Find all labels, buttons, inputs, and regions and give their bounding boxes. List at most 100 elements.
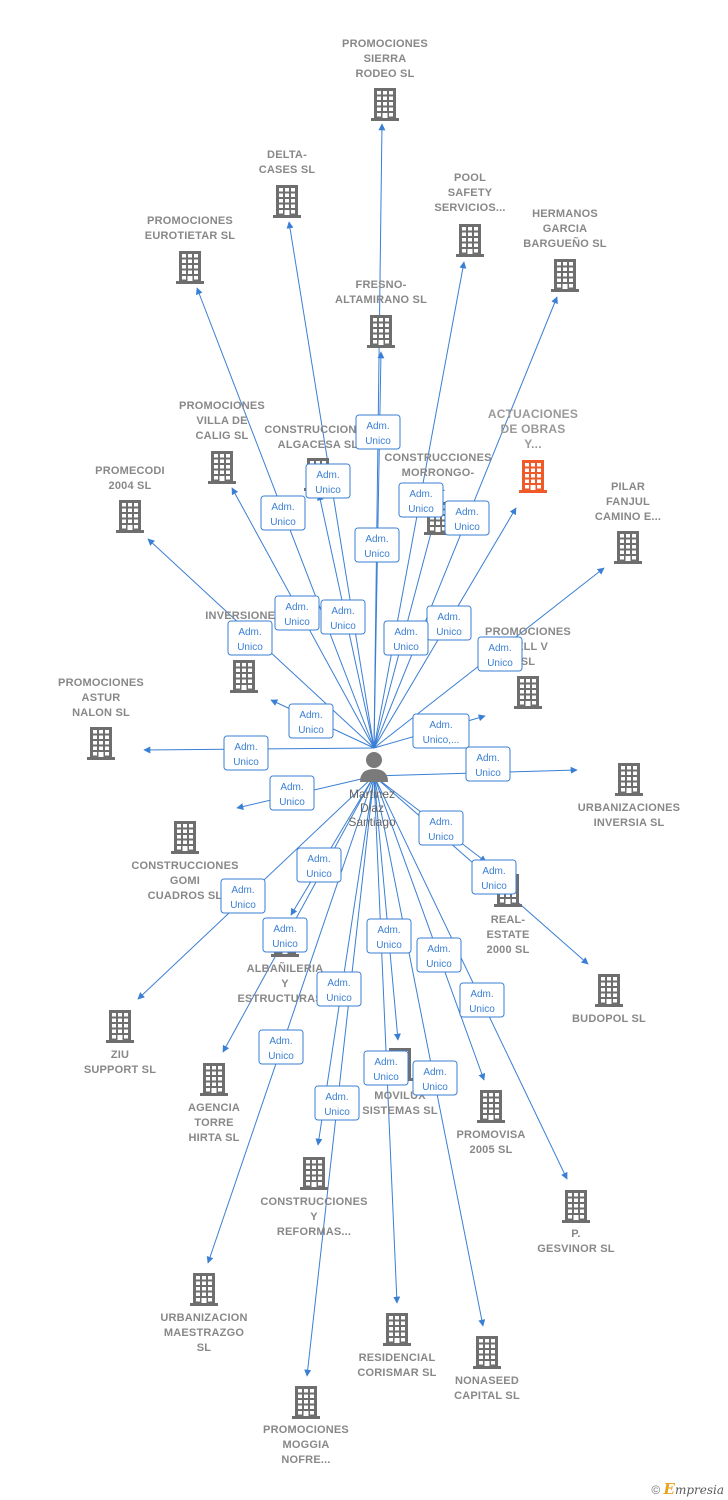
company-node-delta-cases[interactable]: DELTA-CASES SL (259, 149, 316, 218)
company-label-line: PILAR (611, 481, 645, 493)
role-badge-corismar[interactable]: Adm.Unico (363, 1050, 409, 1086)
badge-text: Unico (422, 1082, 448, 1093)
role-badge-budopol[interactable]: Adm.Unico (471, 859, 517, 895)
badge-text: Unico (376, 940, 402, 951)
role-badge-torre-hirta[interactable]: Adm.Unico (262, 917, 308, 953)
role-badge-reformas[interactable]: Adm.Unico (316, 971, 362, 1007)
company-label-line: CAMINO E... (595, 511, 661, 523)
copyright-symbol: © (651, 1483, 661, 1497)
role-badge-ziu[interactable]: Adm.Unico (220, 878, 266, 914)
role-badge-promovisa[interactable]: Adm.Unico (416, 937, 462, 973)
badge-text: Adm. (238, 627, 261, 638)
role-badge-gesvinor[interactable]: Adm.Unico (459, 982, 505, 1018)
company-label-line: TORRE (194, 1117, 233, 1129)
badge-box (274, 595, 320, 631)
badge-text: Unico (475, 768, 501, 779)
company-label-line: PROMOVISA (456, 1129, 525, 1141)
role-badge-astur-nalon[interactable]: Adm.Unico (223, 735, 269, 771)
company-label-line: GESVINOR SL (537, 1243, 614, 1255)
badge-text: Unico (330, 621, 356, 632)
edges-layer (137, 123, 605, 1377)
role-badge-pilar-fanjul[interactable]: Adm.Unico (477, 636, 523, 672)
company-label-line: NALON SL (72, 707, 130, 719)
company-node-budopol[interactable]: BUDOPOL SL (572, 974, 646, 1025)
company-label-line: RESIDENCIAL (359, 1352, 436, 1364)
role-badge-algacesa[interactable]: Adm.Unico (305, 463, 351, 499)
badge-text: Unico (315, 485, 341, 496)
edge-nonaseed (373, 775, 486, 1327)
badge-box (296, 847, 342, 883)
badge-box (459, 982, 505, 1018)
company-label-line: 2004 SL (109, 480, 152, 492)
company-node-gesvinor[interactable]: P.GESVINOR SL (537, 1190, 615, 1255)
role-badge-fresno[interactable]: Adm.Unico (354, 527, 400, 563)
role-badge-villa-calig[interactable]: Adm. Unico (227, 620, 273, 656)
person-node[interactable]: Martinez Diaz Santiago (348, 752, 396, 829)
badge-text: Adm. (331, 606, 354, 617)
role-badge-sierra-rodeo[interactable]: Adm.Unico (355, 414, 401, 450)
role-badge-morrongo[interactable]: Adm.Unico (383, 620, 429, 656)
role-badge-movilux[interactable]: Adm. Unico (366, 918, 412, 954)
badge-text: Unico (237, 642, 263, 653)
company-label-line: MAESTRAZGO (164, 1327, 244, 1339)
company-label-line: PROMOCIONES (263, 1424, 349, 1436)
badge-box (316, 971, 362, 1007)
role-badge-inversia[interactable]: Adm. Unico (465, 746, 511, 782)
company-node-fresno[interactable]: FRESNO-ALTAMIRANO SL (335, 279, 427, 348)
badge-text: Unico (428, 832, 454, 843)
role-badge-moggia[interactable]: Adm.Unico (314, 1085, 360, 1121)
company-label-line: Y... (524, 437, 541, 451)
company-label-line: NONASEED (455, 1375, 519, 1387)
role-badge-actuaciones[interactable]: Adm.Unico (426, 605, 472, 641)
badge-box (355, 414, 401, 450)
role-badge-pool-safety[interactable]: Adm.Unico (398, 482, 444, 518)
role-badge-real-estate[interactable]: Adm.Unico (418, 810, 464, 846)
company-label-line: SIERRA (364, 53, 407, 65)
badge-text: Adm. (377, 925, 400, 936)
building-icon (514, 676, 542, 709)
building-icon (300, 1157, 328, 1190)
role-badge-inversiones[interactable]: Adm. Unico (320, 599, 366, 635)
company-label-line: REAL- (491, 914, 526, 926)
company-label-line: SL (521, 656, 536, 668)
badge-box (260, 495, 306, 531)
role-badge-albanileria[interactable]: Adm.Unico (296, 847, 342, 883)
badge-box (398, 482, 444, 518)
role-badge-promecodi[interactable]: Adm.Unico (288, 703, 334, 739)
badge-text: Adm. (476, 753, 499, 764)
role-badge-eurotietar[interactable]: Adm.Unico (274, 595, 320, 631)
role-badge-delta-cases[interactable]: Adm.Unico (260, 495, 306, 531)
badge-text: Adm. (365, 534, 388, 545)
role-badge-nonaseed[interactable]: Adm.Unico (412, 1060, 458, 1096)
badge-box (223, 735, 269, 771)
company-label-line: POOL (454, 172, 486, 184)
company-label-line: DE OBRAS (501, 422, 566, 436)
role-badge-hermanos-garcia[interactable]: Adm.Unico (444, 500, 490, 536)
company-node-moggia[interactable]: PROMOCIONESMOGGIANOFRE... (263, 1386, 349, 1466)
badge-text: Adm. (394, 627, 417, 638)
role-badge-gomi[interactable]: Adm.Unico (269, 775, 315, 811)
company-node-pool-safety[interactable]: POOLSAFETYSERVICIOS... (434, 172, 505, 257)
company-node-reformas[interactable]: CONSTRUCCIONESYREFORMAS... (260, 1157, 367, 1238)
badge-box (262, 917, 308, 953)
brand-footer[interactable]: © Empresia (651, 1480, 724, 1498)
role-badge-maestrazgo[interactable]: Adm.Unico (258, 1029, 304, 1065)
role-badge-dell-v[interactable]: Adm.Unico,... (412, 713, 470, 749)
